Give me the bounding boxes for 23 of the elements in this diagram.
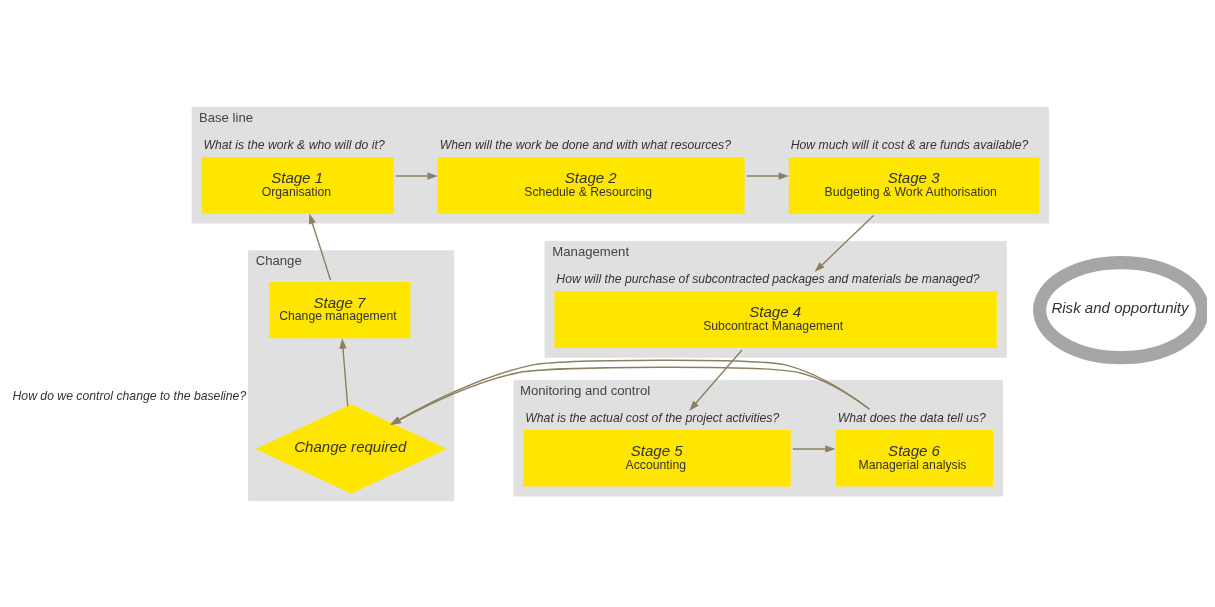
arrow	[689, 348, 743, 411]
arrow	[339, 337, 349, 407]
node-diamond: Change required	[256, 403, 447, 494]
node-label: How much will it cost & are funds available?	[790, 137, 1029, 152]
node-label: What is the work & who will do it?	[203, 137, 385, 152]
node-ellipse: Risk and opportunity	[1033, 255, 1207, 364]
node-box: Stage 7 Change management	[269, 281, 411, 338]
node-label: How will the purchase of subcontracted packages and materials be managed?	[556, 271, 980, 286]
node-box: Stage 6 Managerial analysis	[835, 429, 994, 487]
node-label: When will the work be done and with what resources?	[439, 137, 732, 152]
node-label: What does the data tell us?	[837, 410, 986, 425]
arrow	[814, 214, 875, 272]
arrow	[745, 171, 789, 180]
node-box: Stage 2 Schedule & Resourcing	[437, 156, 745, 214]
arrow	[394, 171, 438, 180]
node-label: How do we control change to the baseline?	[12, 388, 247, 403]
node-box: Stage 3 Budgeting & Work Authorisation	[788, 156, 1040, 214]
arrow	[308, 213, 332, 281]
node-box: Stage 1 Organisation	[201, 156, 394, 214]
node-label: What is the actual cost of the project activities?	[525, 410, 780, 425]
node-box: Stage 4 Subcontract Management	[554, 290, 997, 348]
arrow	[792, 444, 836, 453]
node-box: Stage 5 Accounting	[523, 429, 791, 487]
